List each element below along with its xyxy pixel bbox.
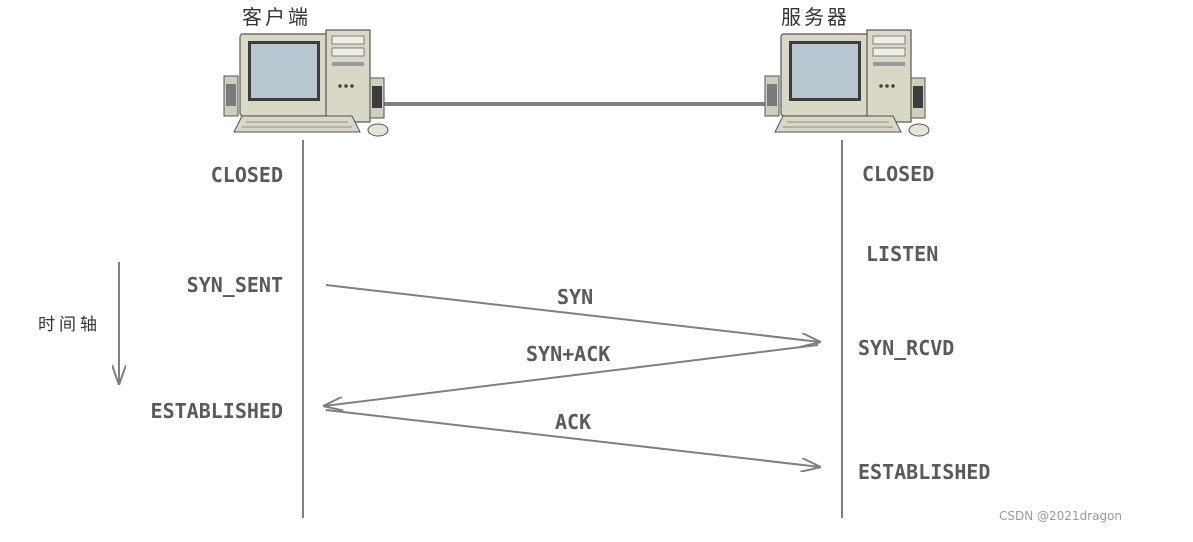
syn-ack-arrow — [324, 344, 819, 406]
watermark: CSDN @2021dragon — [999, 509, 1123, 523]
server-state-syn-rcvd: SYN_RCVD — [858, 336, 955, 360]
time-axis-label: 时间轴 — [38, 315, 101, 335]
client-state-established: ESTABLISHED — [150, 399, 283, 423]
syn-ack-label: SYN+ACK — [526, 342, 611, 366]
client-state-syn-sent: SYN_SENT — [186, 273, 283, 297]
ack-label: ACK — [555, 410, 592, 434]
client-state-closed: CLOSED — [210, 163, 283, 187]
ack-arrow — [325, 409, 820, 467]
server-state-closed: CLOSED — [862, 162, 935, 186]
client-title: 客户端 — [242, 5, 311, 29]
syn-label: SYN — [557, 285, 594, 309]
desktop-computer-icon — [223, 29, 389, 137]
server-title: 服务器 — [781, 5, 850, 29]
syn-arrow — [325, 284, 820, 342]
server-state-listen: LISTEN — [866, 242, 939, 266]
desktop-computer-icon — [764, 29, 930, 137]
server-state-established: ESTABLISHED — [858, 460, 991, 484]
